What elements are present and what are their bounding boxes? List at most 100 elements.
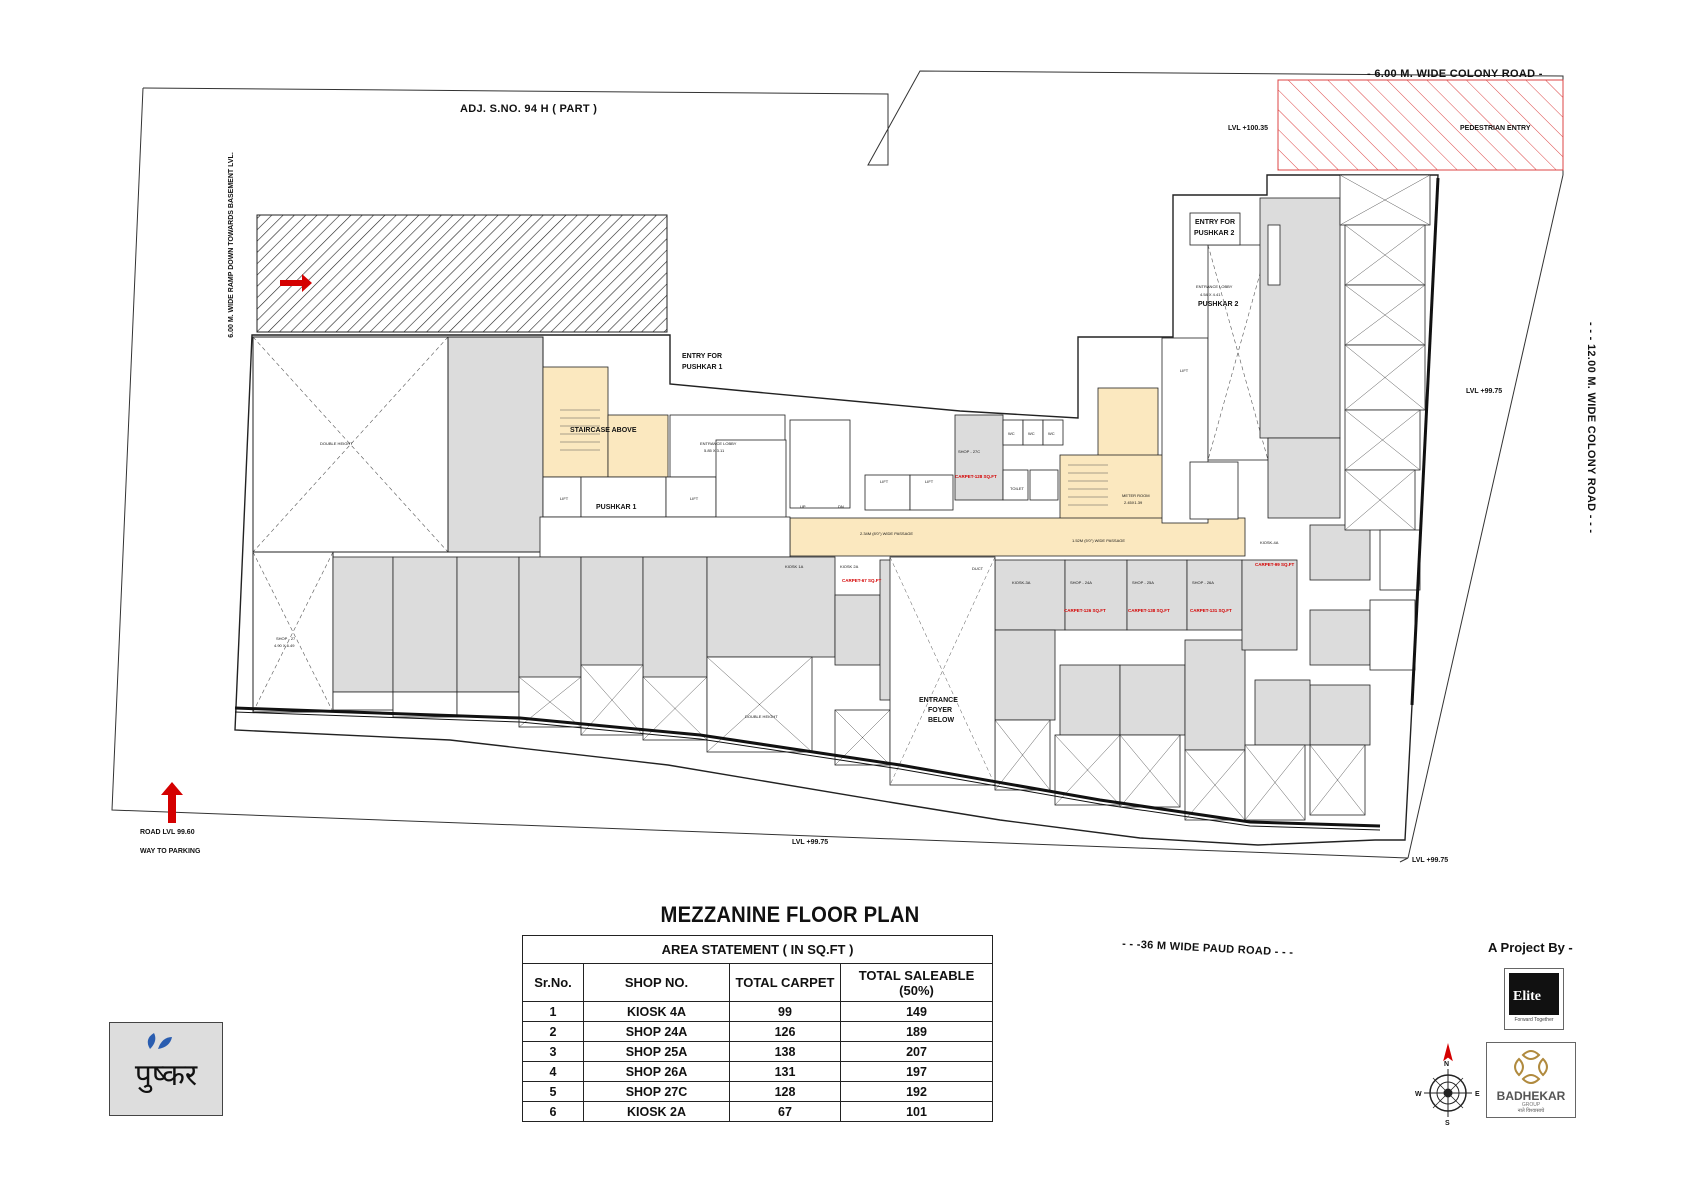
table-row: 5 SHOP 27C 128 192 bbox=[522, 1081, 993, 1102]
lift-label: LIFT bbox=[560, 496, 569, 501]
cell-saleable: 197 bbox=[840, 1061, 993, 1082]
shop-26a-label: SHOP - 26A bbox=[1192, 580, 1214, 585]
cell-shop: KIOSK 4A bbox=[583, 1001, 730, 1022]
table-row: 6 KIOSK 2A 67 101 bbox=[522, 1101, 993, 1122]
toilet-label: TOILET bbox=[1010, 486, 1024, 491]
cell-saleable: 207 bbox=[840, 1041, 993, 1062]
duct-label: DUCT bbox=[972, 566, 984, 571]
carpet-25a-label: CARPET-138 SQ.FT bbox=[1128, 608, 1170, 613]
shop-27-dim: 4.90 X 6.49 bbox=[274, 643, 295, 648]
kiosk-2a-label: KIOSK 2A bbox=[840, 564, 859, 569]
passage1-label: 2.34M (8'0") WIDE PASSAGE bbox=[860, 531, 913, 536]
cell-shop: KIOSK 2A bbox=[583, 1101, 730, 1122]
entrance-lobby-label: ENTRANCE LOBBY bbox=[700, 441, 737, 446]
table-row: 4 SHOP 26A 131 197 bbox=[522, 1061, 993, 1082]
cell-shop: SHOP 26A bbox=[583, 1061, 730, 1082]
double-height-crosses bbox=[518, 174, 1431, 821]
bottom-shops bbox=[332, 197, 1371, 751]
plan-labels: ADJ. S.NO. 94 H ( PART ) - 6.00 M. WIDE … bbox=[140, 68, 1597, 1127]
cell-carpet: 99 bbox=[729, 1001, 841, 1022]
entry-pushkar2-line1: ENTRY FOR bbox=[1195, 219, 1235, 226]
compass-n: N bbox=[1444, 1061, 1449, 1068]
dn-label: DN bbox=[838, 504, 844, 509]
front-edge-2 bbox=[234, 711, 1381, 831]
paud-road-label: - - -36 M WIDE PAUD ROAD - - - bbox=[1122, 938, 1294, 959]
wc-label: WC bbox=[1008, 431, 1015, 436]
kiosk-1a-label: KIOSK 1A bbox=[785, 564, 804, 569]
elite-logo-word: Elite bbox=[1513, 989, 1541, 1004]
colony-road-right-label: - - - 12.00 M. WIDE COLONY ROAD - - - bbox=[1585, 322, 1597, 533]
pedestrian-entry-hatch bbox=[1277, 79, 1564, 171]
staircase-above-label: STAIRCASE ABOVE bbox=[570, 427, 637, 434]
elite-logo-mark bbox=[1509, 973, 1559, 1015]
lvl-9975-right-label: LVL +99.75 bbox=[1412, 857, 1448, 864]
col-total-carpet: TOTAL CARPET bbox=[729, 963, 841, 1002]
cell-saleable: 149 bbox=[840, 1001, 993, 1022]
lift-label-4: LIFT bbox=[925, 479, 934, 484]
entrance-lobby2-dim: 4.54 X 4.41 bbox=[1200, 292, 1221, 297]
shop-27c-label: SHOP - 27C bbox=[958, 449, 980, 454]
lvl-9975-mid-label: LVL +99.75 bbox=[1466, 388, 1502, 395]
pushkar-logo-word: पुष्कर bbox=[134, 1058, 198, 1093]
lift-label-2: LIFT bbox=[690, 496, 699, 501]
meter-room-dim: 2.45X1.39 bbox=[1124, 500, 1143, 505]
colony-road-top-label: - 6.00 M. WIDE COLONY ROAD - bbox=[1367, 68, 1543, 80]
carpet-27c-label: CARPET-128 SQ.FT bbox=[955, 474, 997, 479]
adj-plot-label: ADJ. S.NO. 94 H ( PART ) bbox=[460, 103, 597, 115]
parking-arrow-icon bbox=[161, 782, 183, 823]
elite-logo: Elite Forward Together bbox=[1504, 968, 1564, 1030]
road-lvl-label: ROAD LVL 99.60 bbox=[140, 829, 195, 836]
col-total-saleable: TOTAL SALEABLE (50%) bbox=[840, 963, 993, 1002]
cell-carpet: 128 bbox=[729, 1081, 841, 1102]
cell-carpet: 131 bbox=[729, 1061, 841, 1082]
compass-w: W bbox=[1415, 1091, 1422, 1098]
entrance-lobby2-label: ENTRANCE LOBBY bbox=[1196, 284, 1233, 289]
cell-srno: 1 bbox=[522, 1001, 584, 1022]
compass-e: E bbox=[1475, 1091, 1480, 1098]
pedestrian-entry-label: PEDESTRIAN ENTRY bbox=[1460, 125, 1531, 132]
wc-label-3: WC bbox=[1048, 431, 1055, 436]
area-statement-table: AREA STATEMENT ( IN SQ.FT ) Sr.No. SHOP … bbox=[522, 935, 993, 1122]
double-height-label: DOUBLE HEIGHT bbox=[320, 441, 353, 446]
carpet-2a-label: CARPET-67 SQ.FT bbox=[842, 578, 882, 583]
cell-shop: SHOP 25A bbox=[583, 1041, 730, 1062]
cell-shop: SHOP 24A bbox=[583, 1021, 730, 1042]
carpet-26a-label: CARPET-131 SQ.FT bbox=[1190, 608, 1232, 613]
compass-s: S bbox=[1445, 1120, 1450, 1127]
elite-tagline: Forward Together bbox=[1514, 1017, 1554, 1023]
badhekar-logo: BADHEKAR GROUP नाते विश्वासाचे bbox=[1486, 1042, 1576, 1118]
cell-srno: 2 bbox=[522, 1021, 584, 1042]
entry-pushkar2-line2: PUSHKAR 2 bbox=[1194, 230, 1235, 237]
right-edge bbox=[1410, 177, 1440, 706]
cell-saleable: 101 bbox=[840, 1101, 993, 1122]
entrance-foyer-line3: BELOW bbox=[928, 717, 954, 724]
pushkar-logo: पुष्कर bbox=[109, 1022, 223, 1116]
left-spaces bbox=[252, 336, 544, 713]
cell-saleable: 192 bbox=[840, 1081, 993, 1102]
carpet-24a-label: CARPET-126 SQ.FT bbox=[1064, 608, 1106, 613]
cell-carpet: 126 bbox=[729, 1021, 841, 1042]
core-rooms bbox=[539, 212, 1269, 558]
double-height-label-2: DOUBLE HEIGHT bbox=[745, 714, 778, 719]
table-row: 1 KIOSK 4A 99 149 bbox=[522, 1001, 993, 1022]
passage2-label: 1.52M (5'0") WIDE PASSAGE bbox=[1072, 538, 1125, 543]
entrance-foyer-line1: ENTRANCE bbox=[919, 697, 958, 704]
entrance-foyer bbox=[889, 556, 996, 786]
carpet-4a-label: CARPET-99 SQ.FT bbox=[1255, 562, 1295, 567]
cell-srno: 5 bbox=[522, 1081, 584, 1102]
compass-icon bbox=[1424, 1043, 1472, 1117]
shop-24a-label: SHOP - 24A bbox=[1070, 580, 1092, 585]
pushkar1-label: PUSHKAR 1 bbox=[596, 504, 637, 511]
cell-carpet: 67 bbox=[729, 1101, 841, 1122]
site-boundary bbox=[111, 70, 1564, 863]
leaf-icon bbox=[147, 1033, 172, 1049]
meter-room-label: METER ROOM bbox=[1122, 493, 1150, 498]
lvl-9975-label: LVL +99.75 bbox=[792, 839, 828, 846]
cell-saleable: 189 bbox=[840, 1021, 993, 1042]
shop-25a-label: SHOP - 25A bbox=[1132, 580, 1154, 585]
page-title: MEZZANINE FLOOR PLAN bbox=[660, 902, 920, 927]
pushkar2-label: PUSHKAR 2 bbox=[1198, 301, 1239, 308]
project-by-label: A Project By - bbox=[1488, 940, 1573, 955]
ramp-hatch bbox=[256, 214, 668, 333]
